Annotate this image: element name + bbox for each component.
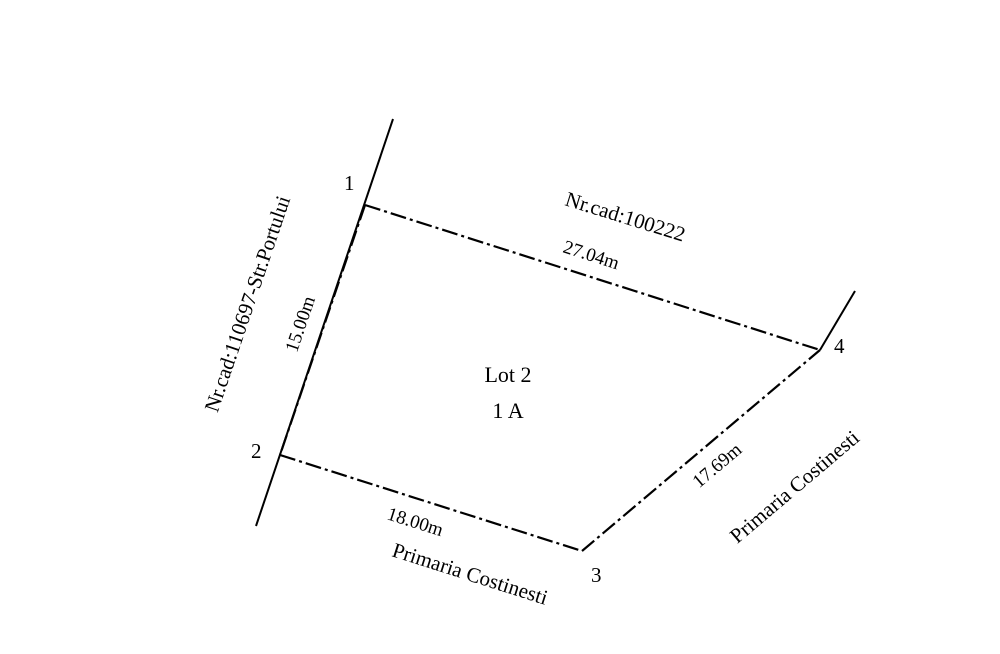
neighbor-east-label: Primaria Costinesti [725, 425, 864, 548]
lot-name: Lot 2 [484, 362, 531, 387]
vertex-label-2: 2 [251, 439, 262, 463]
lot-area: 1 A [492, 398, 523, 423]
vertex-label-4: 4 [834, 334, 845, 358]
edge-1-2 [278, 204, 367, 456]
vertex-label-3: 3 [591, 563, 602, 587]
west-neighbor-line [255, 118, 394, 527]
edge-1-4 [364, 203, 821, 352]
east-neighbor-line [819, 290, 856, 351]
edge-length-3-4: 17.69m [689, 439, 747, 492]
neighbor-south-label: Primaria Costinesti [389, 538, 550, 610]
edge-length-1-2: 15.00m [282, 293, 320, 354]
neighbor-north-label: Nr.cad:100222 [563, 187, 689, 247]
edge-2-3 [279, 453, 583, 553]
edge-3-4 [581, 349, 821, 552]
neighbor-west-label: Nr.cad:110697-Str.Portului [199, 192, 295, 415]
edge-length-2-3: 18.00m [384, 504, 445, 541]
edge-length-1-4: 27.04m [560, 237, 621, 275]
vertex-label-1: 1 [344, 171, 355, 195]
